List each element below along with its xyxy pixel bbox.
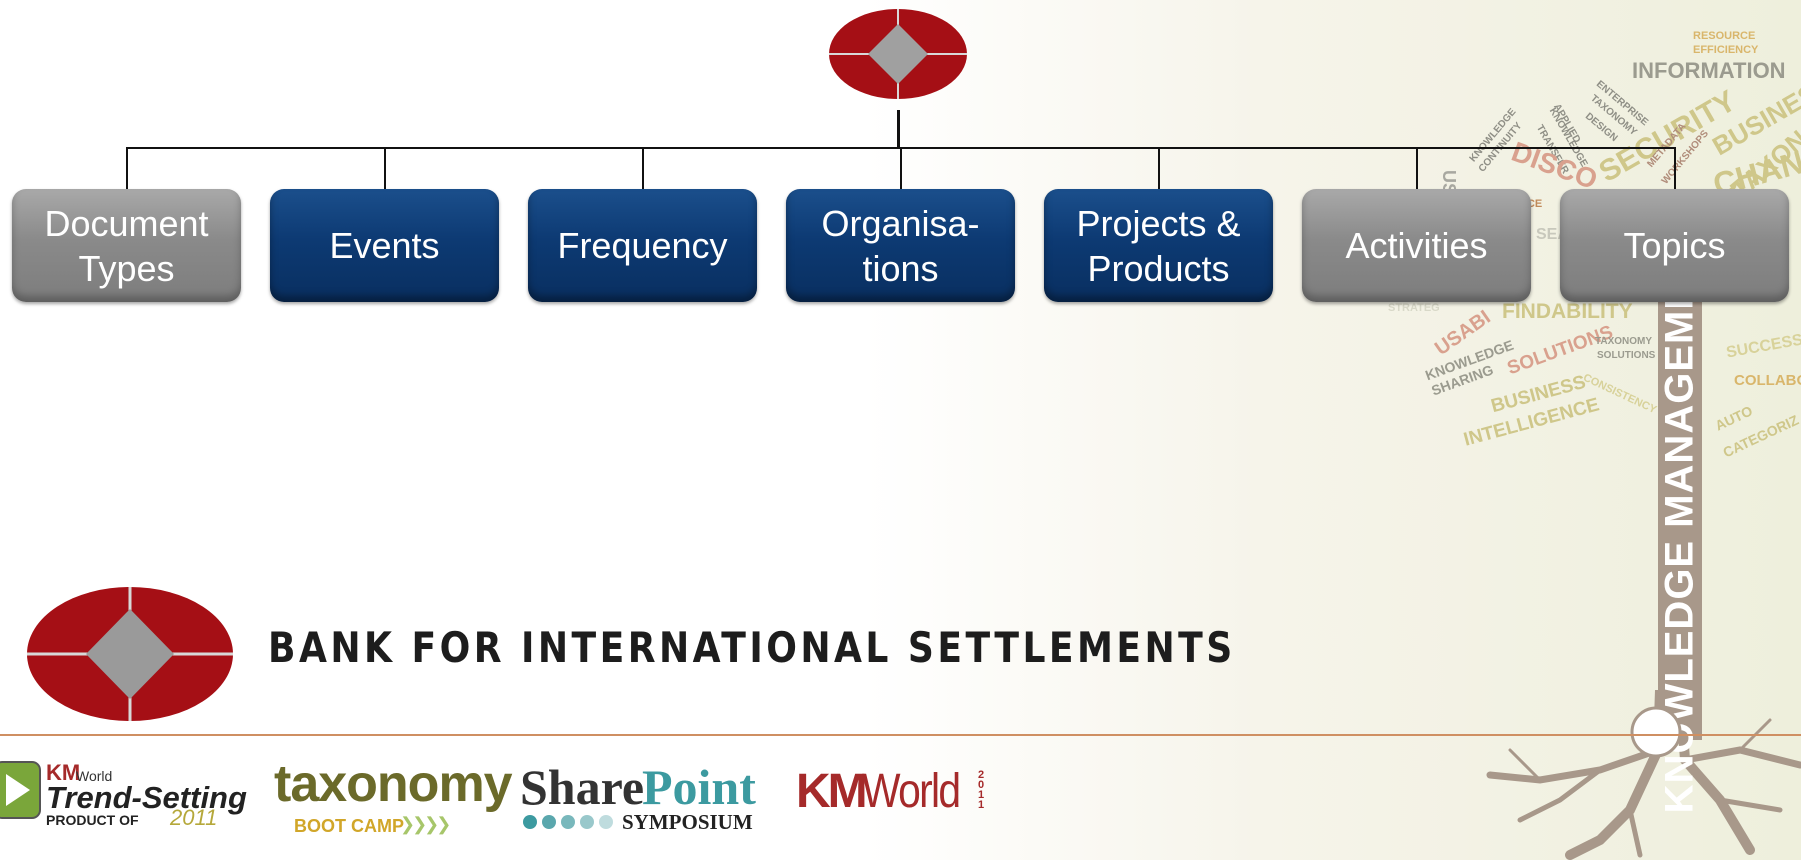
play-arrow-icon (0, 761, 41, 819)
symposium-subtitle: SYMPOSIUM (622, 810, 753, 834)
node-projects-products: Projects &Products (1044, 189, 1273, 302)
cloud-word: AUTO (1712, 402, 1755, 434)
node-events: Events (270, 189, 499, 302)
cloud-word: STRATEG (1388, 302, 1440, 314)
cloud-word: EFFICIENCY (1693, 44, 1759, 56)
cloud-word: FINDABILITY (1502, 300, 1633, 323)
cloud-word: RESOURCE (1693, 30, 1756, 42)
tree-trunk (1658, 270, 1702, 740)
trend-year: 2011 (170, 805, 218, 830)
node-label-line1: Activities (1345, 225, 1488, 266)
taxonomy-title: taxonomy (274, 755, 513, 813)
kmworld-world-mark: World (862, 765, 961, 818)
kmworld-km: KM (46, 760, 81, 785)
trend-setting: Trend-Setting (46, 780, 247, 815)
bootcamp-subtitle: BOOT CAMP (294, 816, 404, 836)
organisation-name: BANK FOR INTERNATIONAL SETTLEMENTS (268, 623, 1236, 672)
sharepoint-point: Point (642, 759, 756, 815)
node-label-line1: Frequency (557, 225, 728, 266)
kmworld-km-mark: KM (796, 765, 868, 818)
sharepoint-share: Share (520, 759, 645, 815)
footer-divider (0, 734, 1801, 736)
bootcamp-arrows-icon: ❯❯❯❯ (400, 814, 451, 834)
node-label-line1: Projects & (1076, 202, 1241, 244)
cloud-word: SOLUTIONS (1597, 350, 1656, 361)
node-organisations: Organisa-tions (786, 189, 1015, 302)
node-label-line2: tions (862, 247, 939, 289)
node-label-line1: Document (44, 202, 209, 244)
node-label-line2: Types (78, 247, 175, 289)
cloud-word: INFORMATION (1632, 58, 1786, 83)
node-label-line2: Products (1087, 247, 1230, 289)
node-label-line1: Organisa- (821, 202, 980, 244)
product-of: PRODUCT OF (46, 812, 139, 828)
node-label-line1: Topics (1623, 225, 1726, 266)
cloud-word: COLLABOR (1734, 372, 1801, 389)
node-frequency: Frequency (528, 189, 757, 302)
kmworld-world: World (76, 768, 113, 784)
symposium-dots-icon (523, 815, 613, 829)
cloud-word: SUCCESS (1725, 331, 1801, 362)
kmworld-year: 2011 (978, 769, 985, 811)
root-emblem-icon (829, 9, 967, 99)
node-label-line1: Events (329, 225, 440, 266)
cloud-word: TAXONOMY (1595, 336, 1653, 347)
node-activities: Activities (1302, 189, 1531, 302)
node-topics: Topics (1560, 189, 1789, 302)
bis-logo-icon (27, 587, 233, 721)
trunk-circle (1630, 706, 1682, 758)
